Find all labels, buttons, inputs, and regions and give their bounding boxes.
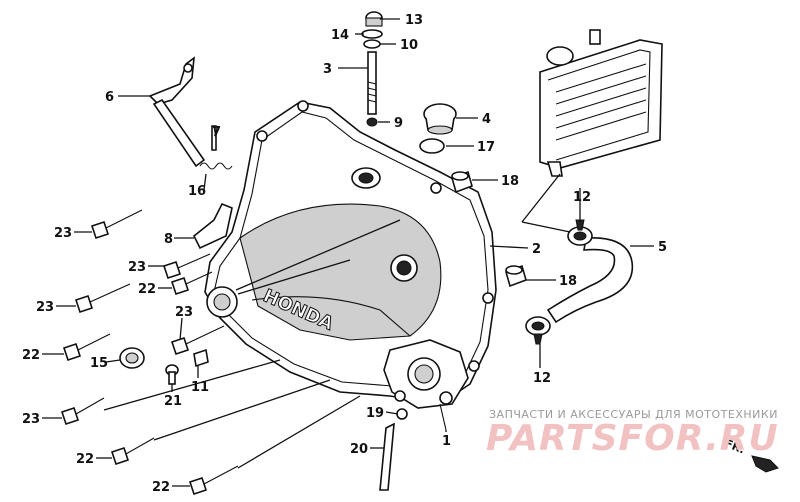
return-spring-part — [199, 162, 233, 170]
kick-arm-shaft-part — [148, 56, 206, 168]
watermark-tagline: ЗАПЧАСТИ И АКСЕССУАРЫ ДЛЯ МОТОТЕХНИКИ — [489, 408, 778, 421]
callout-23-a: 23 — [54, 226, 72, 241]
filler-cap-o-ring-part — [419, 138, 445, 154]
bolt-23-c-part — [74, 283, 131, 314]
callout-23-c: 23 — [36, 300, 54, 315]
callout-12-lower: 12 — [533, 371, 551, 386]
callout-18-lower: 18 — [559, 274, 577, 289]
oil-filler-cap-part — [423, 103, 457, 135]
callout-5: 5 — [658, 240, 667, 255]
bolt-22-c-part — [110, 437, 155, 466]
callout-numbers: 13 14 10 3 9 4 17 18 2 18 5 12 12 6 7 16… — [22, 13, 667, 495]
drain-hose-part — [379, 422, 395, 491]
callout-13: 13 — [405, 13, 423, 28]
callout-22-c: 22 — [76, 452, 94, 467]
callout-7: 7 — [212, 125, 221, 140]
callout-18-upper: 18 — [501, 174, 519, 189]
crankcase-cover-part: HONDA — [204, 100, 497, 409]
bolt-23-b-part — [162, 253, 211, 280]
callout-2: 2 — [532, 242, 541, 257]
bracket-part — [192, 202, 233, 250]
callout-20: 20 — [350, 442, 368, 457]
callout-23-e: 23 — [22, 412, 40, 427]
bolt-21-part — [165, 364, 179, 385]
hose-clamp-lower-part — [525, 316, 551, 345]
drain-clip-part — [396, 408, 408, 420]
callout-6: 6 — [105, 90, 114, 105]
callout-15: 15 — [90, 356, 108, 371]
callout-9: 9 — [394, 116, 403, 131]
callout-22-b: 22 — [22, 348, 40, 363]
bolt-22-b-part — [62, 333, 111, 362]
callout-4: 4 — [482, 112, 491, 127]
callout-3: 3 — [323, 62, 332, 77]
callout-14: 14 — [331, 28, 349, 43]
dowel-pin-lower-part — [505, 264, 527, 288]
dowel-pin-upper-part — [451, 170, 473, 194]
hose-clamp-upper-part — [567, 219, 593, 246]
callout-8: 8 — [164, 232, 173, 247]
washer-11-part — [193, 348, 209, 368]
callout-22-d: 22 — [152, 480, 170, 495]
water-hose-part — [546, 237, 634, 324]
callout-19: 19 — [366, 406, 384, 421]
cap-stack-part — [361, 11, 383, 127]
callout-23-d: 23 — [175, 305, 193, 320]
bolt-22-d-part — [188, 465, 239, 496]
callout-12-upper: 12 — [573, 190, 591, 205]
gasket-tab-part — [439, 403, 447, 431]
callout-10: 10 — [400, 38, 418, 53]
bolt-22-a-part — [170, 271, 213, 296]
bolt-23-a-part — [90, 209, 143, 240]
callout-21: 21 — [164, 394, 182, 409]
leader-lines — [42, 18, 654, 487]
watermark-logo: PARTSFOR.RU — [486, 418, 779, 459]
callout-22-a: 22 — [138, 282, 156, 297]
oil-seal-part — [119, 347, 145, 369]
callout-16: 16 — [188, 184, 206, 199]
callout-11: 11 — [191, 380, 209, 395]
radiator-part — [539, 29, 663, 177]
callout-1: 1 — [442, 434, 451, 449]
callout-17: 17 — [477, 140, 495, 155]
bolt-23-d-part — [170, 325, 225, 356]
bolt-23-e-part — [60, 397, 105, 426]
callout-23-b: 23 — [128, 260, 146, 275]
